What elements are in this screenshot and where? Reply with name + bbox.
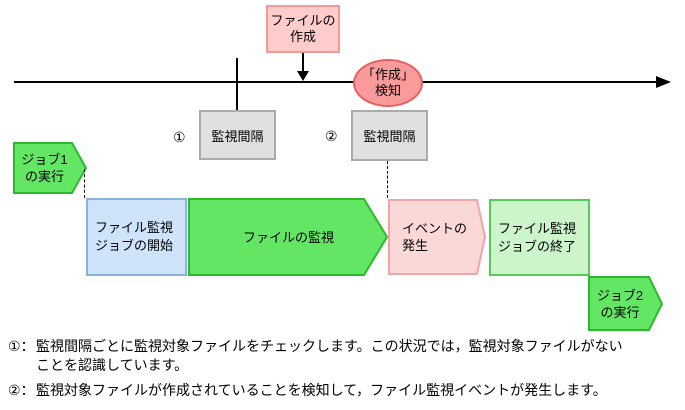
event-pentagon-icon bbox=[388, 199, 487, 275]
start-box-line1: ファイル監視 bbox=[95, 220, 174, 235]
detect-label-line1: 「作成」 bbox=[361, 67, 414, 82]
interval-box-2-label: 監視間隔 bbox=[363, 129, 416, 144]
footnote-2-marker: ②： bbox=[8, 382, 35, 398]
interval2-dashed-connector bbox=[387, 161, 388, 198]
event-label-line2: 発生 bbox=[402, 238, 429, 253]
footnote-2-text: 監視対象ファイルが作成されていることを検知して，ファイル監視イベントが発生します… bbox=[36, 381, 607, 400]
footnote-2: ②： 監視対象ファイルが作成されていることを検知して，ファイル監視イベントが発生… bbox=[8, 381, 607, 400]
end-box-line2: ジョブの終了 bbox=[498, 238, 577, 254]
creation-detected-ellipse: 「作成」 検知 bbox=[353, 59, 423, 107]
timeline-axis bbox=[14, 81, 660, 83]
detect-label-line2: 検知 bbox=[374, 83, 401, 98]
monitor-job-end-box: ファイル監視 ジョブの終了 bbox=[489, 199, 590, 276]
creation-arrowhead-icon bbox=[297, 71, 309, 81]
interval-marker-1: ① bbox=[173, 129, 186, 145]
job2-label-line1: ジョブ2 bbox=[596, 287, 644, 303]
footnote-1-text: 監視間隔ごとに監視対象ファイルをチェックします。この状況では，監視対象ファイルが… bbox=[36, 337, 623, 375]
job1-dashed-connector bbox=[84, 169, 85, 198]
file-creation-label-line1: ファイルの bbox=[270, 13, 336, 28]
job1-label: ジョブ1 の実行 bbox=[13, 142, 88, 194]
footnote-1: ①： 監視間隔ごとに監視対象ファイルをチェックします。この状況では，監視対象ファ… bbox=[8, 337, 623, 375]
monitoring-label: ファイルの監視 bbox=[242, 229, 334, 245]
job2-arrow-shape: ジョブ2 の実行 bbox=[588, 276, 664, 331]
timeline-tick bbox=[236, 58, 238, 110]
event-label-line1: イベントの bbox=[402, 221, 468, 236]
end-box-line1: ファイル監視 bbox=[498, 220, 577, 236]
job1-label-line1: ジョブ1 bbox=[21, 152, 68, 167]
job1-label-line2: の実行 bbox=[24, 169, 64, 184]
footnote-1-marker: ①： bbox=[8, 338, 35, 354]
footnote-1-line2: ことを認識しています。 bbox=[36, 357, 189, 373]
interval-box-1-label: 監視間隔 bbox=[211, 128, 264, 144]
job2-label-line2: の実行 bbox=[600, 304, 640, 320]
job1-pentagon-icon bbox=[13, 142, 88, 194]
footnote-1-line1: 監視間隔ごとに監視対象ファイルをチェックします。この状況では，監視対象ファイルが… bbox=[36, 338, 623, 354]
file-creation-label-line2: 作成 bbox=[289, 29, 316, 44]
file-monitoring-arrow-shape: ファイルの監視 bbox=[188, 198, 389, 276]
job2-label: ジョブ2 の実行 bbox=[588, 276, 664, 331]
event-label: イベントの 発生 bbox=[388, 199, 487, 275]
timeline-arrowhead-icon bbox=[656, 76, 671, 88]
monitor-job-start-box: ファイル監視 ジョブの開始 bbox=[86, 198, 187, 276]
start-box-line2: ジョブの開始 bbox=[95, 238, 174, 253]
job2-pentagon-icon bbox=[588, 276, 664, 331]
monitoring-pentagon-icon bbox=[188, 198, 389, 276]
event-occurrence-shape: イベントの 発生 bbox=[388, 199, 487, 275]
interval-marker-2: ② bbox=[325, 128, 338, 144]
file-creation-box: ファイルの 作成 bbox=[266, 5, 340, 53]
job1-arrow-shape: ジョブ1 の実行 bbox=[13, 142, 88, 194]
interval-box-1: 監視間隔 bbox=[199, 110, 276, 160]
monitoring-label-wrap: ファイルの監視 bbox=[188, 198, 389, 276]
footnote-2-line1: 監視対象ファイルが作成されていることを検知して，ファイル監視イベントが発生します… bbox=[36, 382, 607, 398]
creation-arrow-line bbox=[302, 53, 304, 73]
interval-box-2: 監視間隔 bbox=[351, 110, 428, 161]
